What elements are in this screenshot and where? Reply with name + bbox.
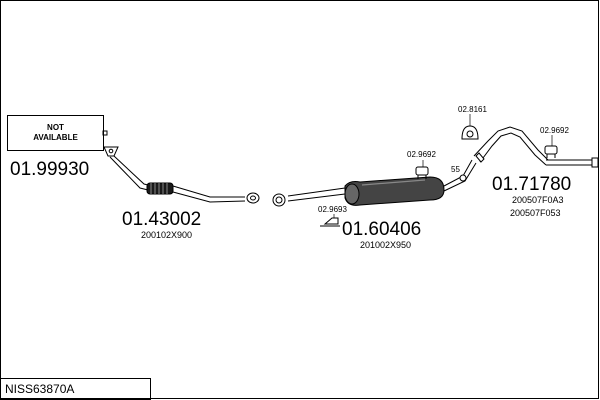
center-pipe-number: 01.43002: [122, 209, 202, 230]
middle-silencer: [344, 176, 445, 206]
silencer-outlet: [443, 159, 477, 192]
leader-lines: [333, 114, 553, 218]
mid-pipe: [287, 187, 346, 202]
rear-silencer-ref2: 200507F053: [510, 208, 561, 218]
not-available-line2: AVAILABLE: [33, 133, 78, 142]
rear-silencer-ref1: 200507F0A3: [512, 195, 564, 205]
front-pipe-number: 01.99930: [10, 159, 90, 180]
rear-silencer-number: 01.71780: [492, 174, 572, 195]
flex-section: [146, 182, 174, 195]
accessory-02-9693: 02.9693: [318, 205, 347, 214]
not-available-box: NOT AVAILABLE: [7, 115, 104, 151]
center-flange: [246, 192, 260, 204]
accessory-02-9692-b: 02.9692: [540, 126, 569, 135]
center-pipe: [172, 185, 246, 203]
ring-gasket: [272, 193, 286, 207]
rubber-mount-02-9692-b: [544, 145, 558, 158]
middle-silencer-number: 01.60406: [342, 219, 422, 240]
bracket-02-9693: [320, 217, 340, 227]
rubber-mount-02-9692-a: [415, 166, 429, 179]
rear-pipe: [473, 126, 599, 168]
accessory-55: 55: [451, 165, 460, 174]
diagram-code: NISS63870A: [0, 378, 151, 400]
rubber-mount-02-8161: [461, 125, 479, 140]
clamp-55: [459, 174, 467, 182]
accessory-02-9692-a: 02.9692: [407, 150, 436, 159]
center-pipe-ref: 200102X900: [141, 230, 193, 240]
middle-silencer-ref: 201002X950: [360, 240, 412, 250]
not-available-line1: NOT: [47, 123, 64, 132]
front-flange: [102, 130, 119, 157]
accessory-02-8161: 02.8161: [458, 105, 487, 114]
front-pipe: [109, 155, 149, 191]
